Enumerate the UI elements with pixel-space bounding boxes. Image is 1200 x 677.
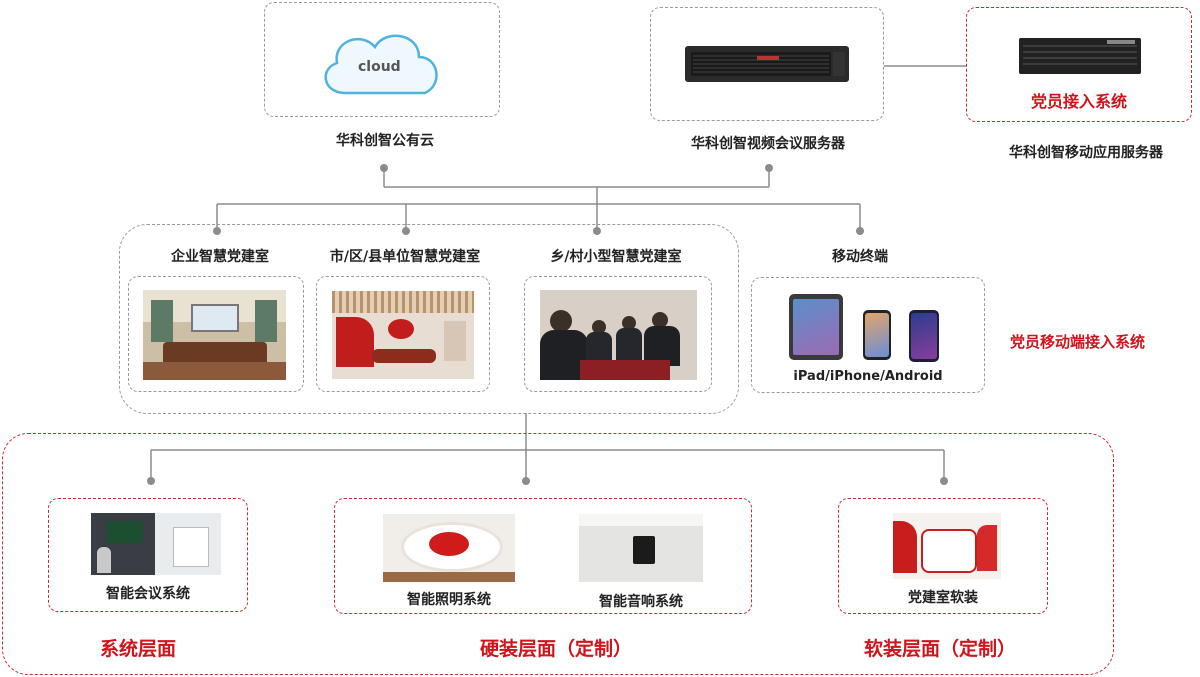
iphone-device	[863, 310, 891, 360]
node-dot	[593, 227, 601, 235]
cloud-text: cloud	[358, 59, 401, 75]
subsystems-group	[2, 433, 1114, 675]
video-server-label: 华科创智视频会议服务器	[691, 136, 845, 152]
system-level-label: 系统层面	[100, 638, 177, 660]
node-dot	[940, 477, 948, 485]
node-dot	[522, 477, 530, 485]
meeting-system-photo	[91, 513, 221, 575]
cloud-icon	[324, 34, 438, 95]
rack-server-icon	[685, 46, 849, 82]
mobile-access-label: 党员移动端接入系统	[1010, 333, 1146, 351]
mobile-terminal-label: 移动终端	[832, 249, 888, 265]
city-room-frame	[316, 276, 490, 392]
mobile-terminal-box: iPad/iPhone/Android	[751, 277, 985, 393]
android-device	[909, 310, 939, 362]
node-dot	[402, 227, 410, 235]
node-dot	[147, 477, 155, 485]
hard-decor-box: 智能照明系统 智能音响系统	[334, 498, 752, 614]
video-server-box	[650, 7, 884, 121]
public-cloud-box: cloud	[264, 2, 500, 117]
party-access-label: 党员接入系统	[1030, 92, 1127, 111]
soft-level-label: 软装层面（定制）	[864, 638, 1017, 660]
node-dot	[765, 164, 773, 172]
lighting-system-photo	[383, 514, 515, 582]
city-room-label: 市/区/县单位智慧党建室	[329, 249, 481, 265]
soft-decor-box: 党建室软装	[838, 498, 1048, 614]
public-cloud-label: 华科创智公有云	[336, 133, 434, 149]
enterprise-room-label: 企业智慧党建室	[171, 249, 269, 265]
meeting-system-label: 智能会议系统	[106, 586, 190, 602]
lighting-system-label: 智能照明系统	[407, 592, 491, 608]
village-room-frame	[524, 276, 712, 392]
audio-system-photo	[579, 514, 703, 582]
soft-decor-label: 党建室软装	[908, 590, 978, 606]
village-room-label: 乡/村小型智慧党建室	[550, 249, 682, 265]
node-dot	[856, 227, 864, 235]
node-dot	[213, 227, 221, 235]
app-server-icon	[1019, 38, 1141, 74]
city-room-photo	[332, 291, 474, 379]
node-dot	[380, 164, 388, 172]
village-room-photo	[540, 290, 697, 380]
enterprise-room-photo	[143, 290, 286, 380]
enterprise-room-frame	[128, 276, 304, 392]
party-rooms-group	[119, 224, 739, 414]
party-access-box: 党员接入系统	[966, 7, 1192, 122]
ipad-device	[789, 294, 843, 360]
audio-system-label: 智能音响系统	[599, 594, 683, 610]
meeting-system-box: 智能会议系统	[48, 498, 248, 612]
devices-label: iPad/iPhone/Android	[793, 369, 943, 384]
mobile-server-label: 华科创智移动应用服务器	[1009, 145, 1163, 161]
hard-level-label: 硬装层面（定制）	[480, 638, 633, 660]
soft-decor-photo	[893, 513, 1001, 579]
